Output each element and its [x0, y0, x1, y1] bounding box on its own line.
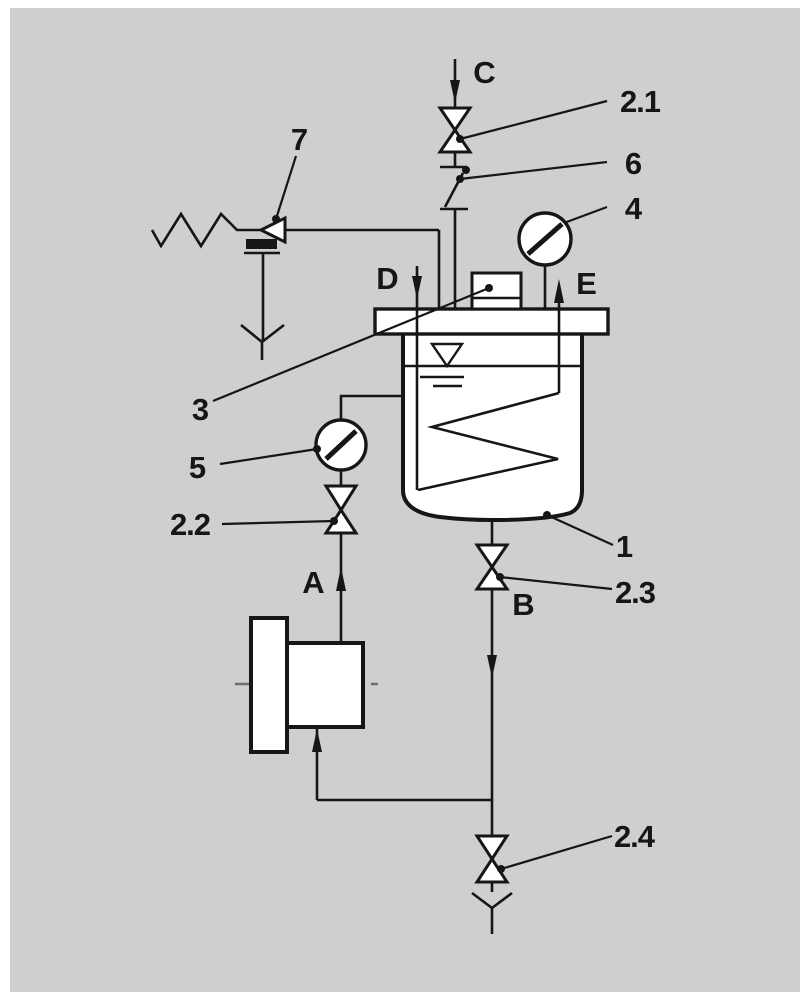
pump-housing	[285, 641, 365, 729]
outlet-line-e	[554, 279, 564, 393]
pump-motor-block	[249, 616, 289, 754]
leader-lines	[212, 99, 614, 873]
labels: C 2.1 6 4 7 D E 3 5 2.2 1 2.3 B A 2.4	[170, 55, 662, 854]
relief-valve-7	[150, 211, 441, 360]
flow-arrow-e	[554, 279, 564, 303]
lid-device-box	[470, 271, 523, 311]
label-5: 5	[189, 450, 206, 485]
flow-arrow-b	[487, 655, 497, 678]
label-2-1: 2.1	[620, 84, 661, 119]
outlet-line-b	[487, 519, 497, 836]
label-3: 3	[192, 392, 209, 427]
label-port-c: C	[473, 55, 495, 90]
inlet-line-c	[450, 59, 460, 166]
valve-2-1	[437, 106, 473, 154]
drain-vent	[471, 882, 513, 934]
label-port-b: B	[512, 587, 533, 622]
label-7: 7	[291, 122, 307, 157]
leader-6	[459, 160, 608, 181]
flow-arrow-a	[336, 567, 346, 591]
label-port-a: A	[302, 565, 324, 600]
leader-2-4	[500, 834, 613, 871]
flow-arrow-c	[450, 80, 460, 103]
leader-7	[274, 155, 298, 220]
pump-unit	[235, 616, 491, 802]
fill-line-d	[412, 266, 422, 490]
valve-seat	[246, 239, 277, 249]
vent-to-atmosphere	[240, 323, 285, 360]
leader-2-1	[459, 99, 608, 141]
label-2-3: 2.3	[615, 575, 656, 610]
spring-symbol	[150, 211, 261, 249]
valve-2-2	[323, 484, 359, 535]
dip-tube-coil	[417, 391, 560, 492]
line-a-branch	[336, 394, 403, 643]
label-1: 1	[616, 529, 633, 564]
label-6: 6	[625, 146, 642, 181]
label-port-d: D	[376, 261, 398, 296]
leader-3	[212, 286, 490, 403]
label-2-2: 2.2	[170, 507, 210, 542]
label-4: 4	[625, 191, 643, 226]
leader-1	[546, 513, 614, 547]
label-2-4: 2.4	[614, 819, 656, 854]
pressure-gauge-4	[517, 211, 573, 309]
level-indicator	[403, 342, 582, 388]
flow-arrow-d	[412, 276, 422, 299]
leader-4	[563, 205, 608, 225]
leader-2-3	[499, 575, 613, 591]
pressure-gauge-5	[314, 418, 368, 472]
label-port-e: E	[576, 266, 596, 301]
flow-arrow-pump-inlet	[312, 729, 322, 752]
leader-2-2	[221, 519, 335, 526]
leader-5	[219, 447, 318, 466]
